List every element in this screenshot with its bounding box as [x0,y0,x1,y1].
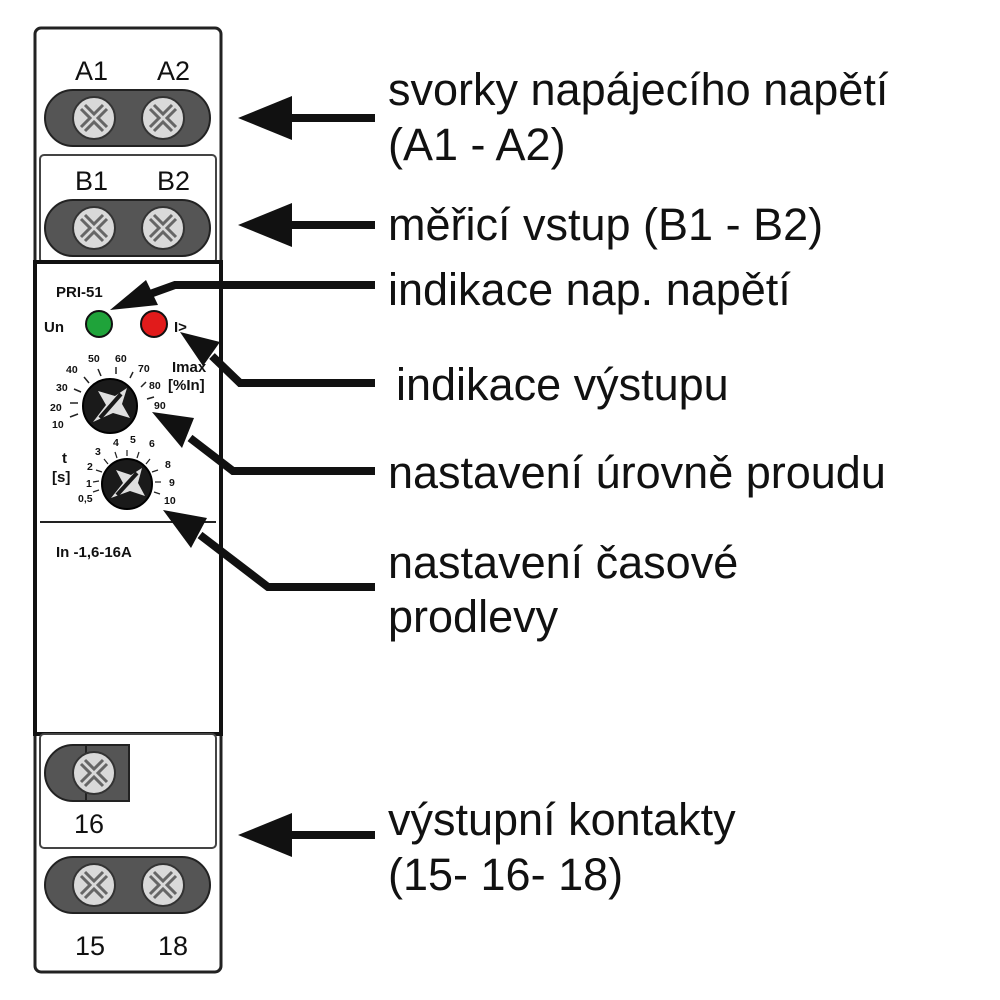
terminal-18-screw[interactable] [140,862,186,908]
terminal-b2-screw[interactable] [140,205,186,251]
model-label: PRI-51 [56,284,103,301]
time-knob-unit-line1: t [62,450,67,467]
callout-output-indication: indikace výstupu [396,359,729,410]
current-knob-unit-line2: [%In] [168,377,205,394]
arrow-supply [238,96,375,140]
time-scale-10: 10 [164,495,176,507]
time-knob-unit-line2: [s] [52,469,70,486]
time-delay-knob[interactable] [101,458,153,510]
terminal-block-16: 16 [44,744,130,839]
time-scale-4: 4 [113,437,119,449]
current-knob-unit-line1: Imax [172,359,207,376]
callout-outputs-line2: (15- 16- 18) [388,849,623,900]
time-scale-5: 5 [130,434,136,446]
led-output-label: I> [174,319,187,336]
terminal-a1-label: A1 [75,56,108,86]
current-knob-scale: 10 20 30 40 50 60 70 80 90 [50,353,166,431]
arrow-current-setting [152,412,375,475]
terminal-block-b: B1 B2 [44,166,211,257]
current-scale-50: 50 [88,353,100,365]
callout-labels: svorky napájecího napětí (A1 - A2) měřic… [388,64,889,900]
time-knob-scale: 0,5 1 2 3 4 5 6 8 9 10 [78,434,176,507]
terminal-block-a: A1 A2 [44,56,211,147]
current-scale-40: 40 [66,364,78,376]
terminal-15-screw[interactable] [71,862,117,908]
arrow-output-indication [180,332,375,387]
led-output-indicator [140,310,168,338]
led-power-indicator [85,310,113,338]
terminal-block-15-18: 15 18 [44,856,211,961]
arrow-measuring-input [238,203,375,247]
terminal-b2-label: B2 [157,166,190,196]
time-scale-2: 2 [87,461,93,473]
callout-supply-line2: (A1 - A2) [388,119,566,170]
callout-delay-line1: nastavení časové [388,537,738,588]
callout-measuring-input: měřicí vstup (B1 - B2) [388,199,823,250]
current-scale-80: 80 [149,380,161,392]
time-scale-6: 6 [149,438,155,450]
callout-arrows [110,96,375,857]
callout-supply-line1: svorky napájecího napětí [388,64,889,115]
current-setting-knob[interactable] [82,378,138,434]
terminal-a2-label: A2 [157,56,190,86]
callout-current-setting: nastavení úrovně proudu [388,447,886,498]
callout-outputs-line1: výstupní kontakty [388,794,736,845]
callout-delay-line2: prodlevy [388,591,559,642]
terminal-a2-screw[interactable] [140,95,186,141]
arrow-outputs [238,813,375,857]
terminal-a1-screw[interactable] [71,95,117,141]
callout-supply-indication: indikace nap. napětí [388,264,791,315]
terminal-b1-screw[interactable] [71,205,117,251]
terminal-16-label: 16 [74,809,104,839]
front-panel: PRI-51 Un I> 10 20 30 40 50 60 70 [44,284,207,561]
time-scale-1: 1 [86,478,92,490]
arrow-supply-indication [110,280,375,310]
rating-label: In -1,6-16A [56,544,132,561]
time-scale-9: 9 [169,477,175,489]
current-scale-60: 60 [115,353,127,365]
terminal-18-label: 18 [158,931,188,961]
led-power-label: Un [44,319,64,336]
terminal-b1-label: B1 [75,166,108,196]
time-scale-3: 3 [95,446,101,458]
current-scale-70: 70 [138,363,150,375]
terminal-15-label: 15 [75,931,105,961]
arrow-delay-setting [163,510,375,591]
time-scale-8: 8 [165,459,171,471]
current-scale-30: 30 [56,382,68,394]
current-scale-90: 90 [154,400,166,412]
time-scale-0-5: 0,5 [78,493,93,505]
terminal-16-screw[interactable] [71,750,117,796]
current-scale-20: 20 [50,402,62,414]
current-scale-10: 10 [52,419,64,431]
